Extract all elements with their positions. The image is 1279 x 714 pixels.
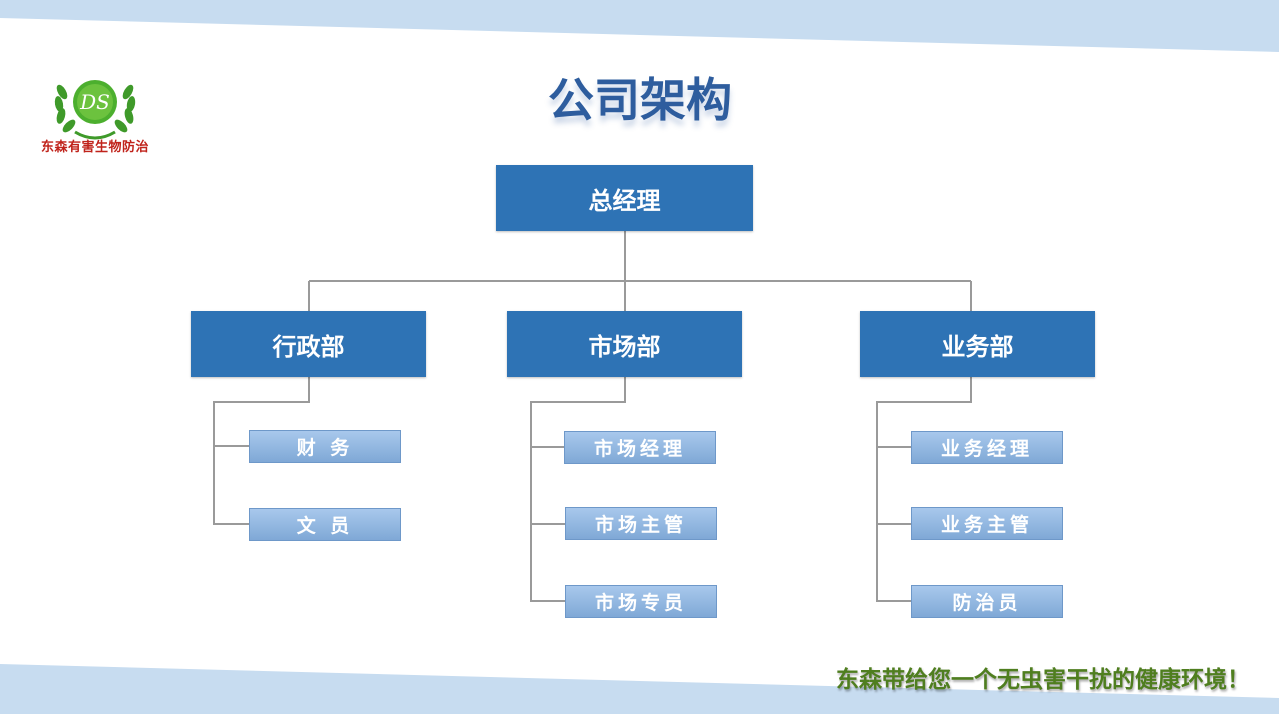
sub-box-finance: 财 务: [249, 430, 401, 463]
slogan: 东森带给您一个无虫害干扰的健康环境！: [836, 667, 1250, 693]
top-decor-band: [0, 0, 1279, 52]
dept-box-marketing: 市场部: [507, 311, 742, 377]
logo-initials: DS: [79, 90, 110, 114]
page-title: 公司架构: [548, 73, 732, 127]
sub-box-pest-controller: 防治员: [911, 585, 1063, 618]
sub-box-business-manager: 业务经理: [911, 431, 1063, 464]
root-box-general-manager: 总经理: [496, 165, 753, 231]
sub-box-marketing-specialist: 市场专员: [565, 585, 717, 618]
logo-caption: 东森有害生物防治: [40, 140, 149, 155]
bottom-decor-band: [0, 664, 1279, 714]
sub-box-marketing-supervisor: 市场主管: [565, 507, 717, 540]
sub-box-clerk: 文 员: [249, 508, 401, 541]
sub-box-marketing-manager: 市场经理: [564, 431, 716, 464]
company-logo: DS: [54, 80, 136, 140]
dept-box-business: 业务部: [860, 311, 1095, 377]
sub-box-business-supervisor: 业务主管: [911, 507, 1063, 540]
dept-box-admin: 行政部: [191, 311, 426, 377]
